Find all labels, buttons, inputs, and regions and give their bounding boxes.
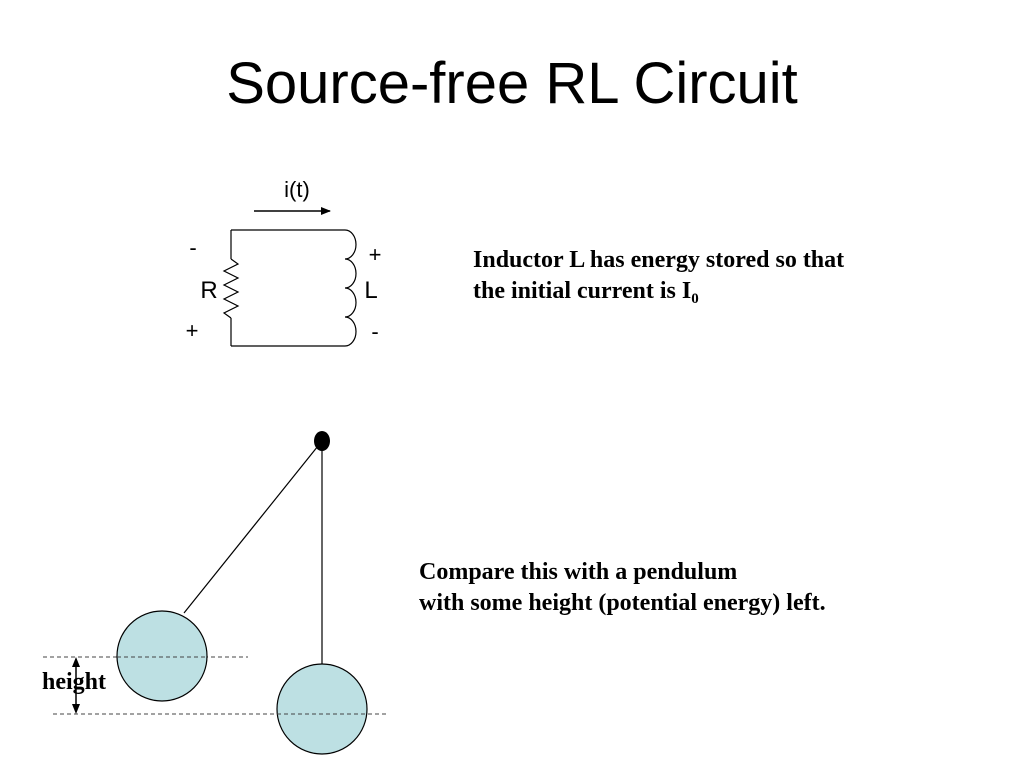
pendulum-bob-raised [116, 610, 208, 702]
inductor-note: Inductor L has energy stored so that the… [473, 245, 844, 307]
resistor-label: R [200, 277, 217, 304]
initial-current-subscript: 0 [691, 291, 699, 307]
pendulum-note-line2: with some height (potential energy) left… [419, 590, 826, 616]
height-arrow-down-head [72, 704, 80, 714]
slide-title: Source-free RL Circuit [226, 51, 798, 116]
current-label: i(t) [284, 177, 310, 202]
height-arrow-up-head [72, 657, 80, 667]
pendulum: height [42, 431, 386, 755]
inductor-symbol [344, 229, 357, 347]
pendulum-note-line1: Compare this with a pendulum [419, 559, 738, 585]
inductor-note-line2-text: the initial current is I [473, 278, 692, 304]
inductor-label: L [364, 277, 377, 304]
pendulum-bob-rest [276, 663, 368, 755]
pendulum-note: Compare this with a pendulum with some h… [419, 557, 826, 619]
pendulum-string-swung [183, 440, 323, 614]
inductor-bottom-polarity: - [371, 319, 378, 344]
inductor-note-line1: Inductor L has energy stored so that [473, 247, 845, 273]
resistor-bottom-polarity: + [186, 318, 199, 343]
inductor-note-line2: the initial current is I0 [473, 276, 844, 307]
pendulum-pivot [314, 431, 330, 451]
resistor-symbol [222, 258, 240, 319]
inductor-top-polarity: + [369, 242, 382, 267]
rl-circuit [222, 229, 357, 347]
height-label: height [42, 669, 106, 695]
resistor-top-polarity: - [189, 235, 196, 260]
